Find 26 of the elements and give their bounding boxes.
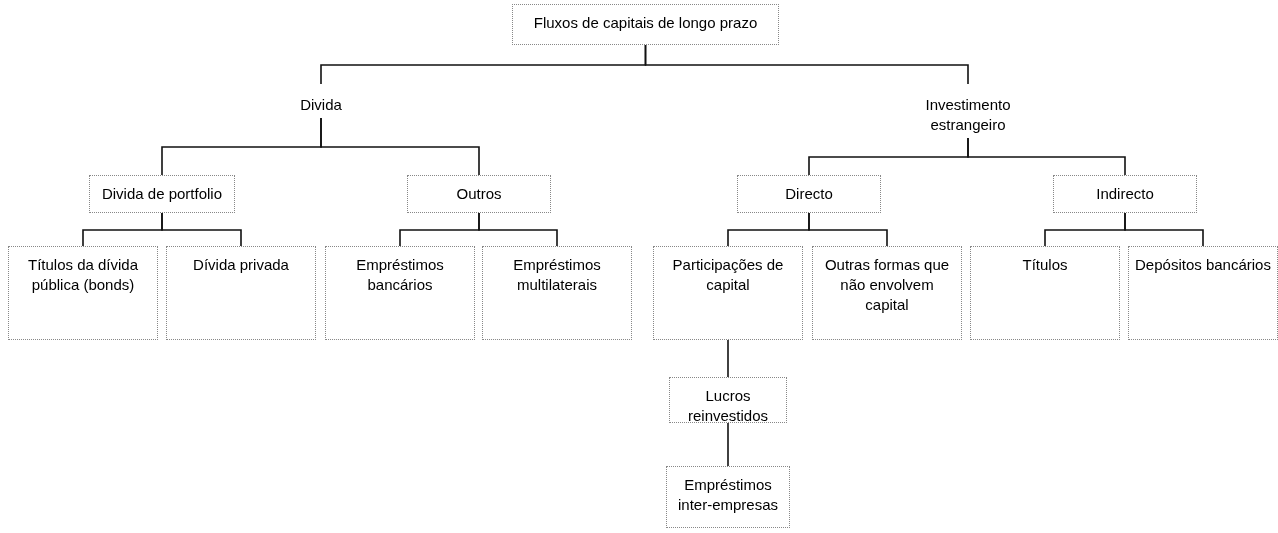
category-box: Outros xyxy=(407,175,551,213)
category-box: Empréstimos bancários xyxy=(325,246,475,340)
connector-line xyxy=(727,422,729,467)
category-heading: Investimento estrangeiro xyxy=(905,84,1031,138)
category-box: Fluxos de capitais de longo prazo xyxy=(512,4,779,45)
category-box: Divida de portfolio xyxy=(89,175,235,213)
category-box: Empréstimos inter-empresas xyxy=(666,466,790,528)
connector-line xyxy=(478,212,558,247)
category-box: Lucros reinvestidos xyxy=(669,377,787,423)
connector-line xyxy=(727,339,729,378)
connector-line xyxy=(644,44,969,85)
category-box: Títulos da dívida pública (bonds) xyxy=(8,246,158,340)
category-box: Títulos xyxy=(970,246,1120,340)
category-box: Directo xyxy=(737,175,881,213)
connector-line xyxy=(320,117,480,176)
connector-line xyxy=(967,137,1126,176)
category-box: Empréstimos multilaterais xyxy=(482,246,632,340)
category-box: Dívida privada xyxy=(166,246,316,340)
category-box: Indirecto xyxy=(1053,175,1197,213)
connector-line xyxy=(161,212,242,247)
category-box: Participações de capital xyxy=(653,246,803,340)
category-box: Depósitos bancários xyxy=(1128,246,1278,340)
category-box: Outras formas que não envolvem capital xyxy=(812,246,962,340)
category-heading: Divida xyxy=(271,84,371,118)
connector-line xyxy=(1124,212,1204,247)
connector-line xyxy=(808,212,888,247)
